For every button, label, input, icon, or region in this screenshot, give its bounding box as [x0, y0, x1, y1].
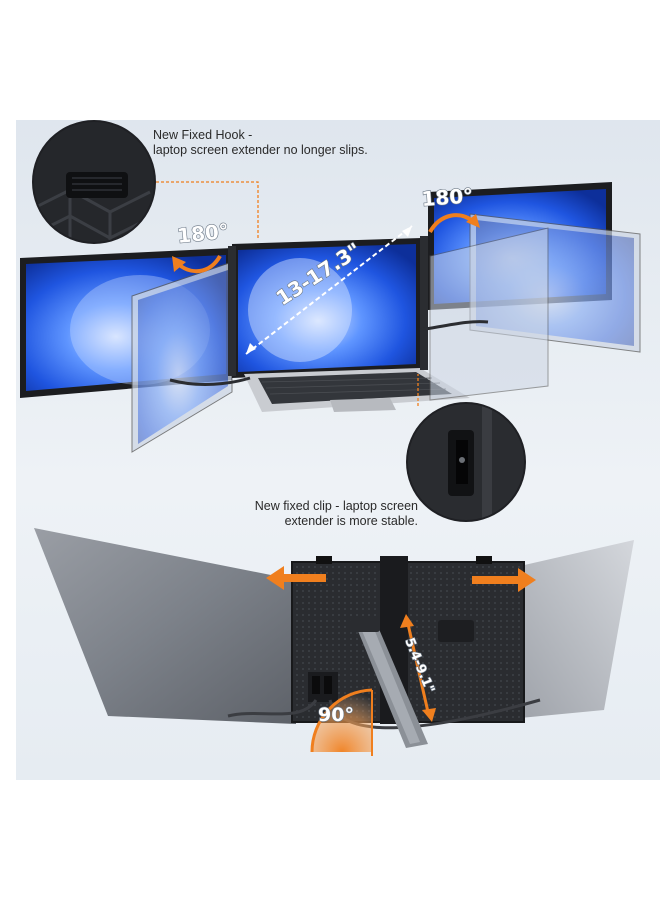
clip-caption: New fixed clip - laptop screen extender …	[234, 499, 418, 529]
hook-caption: New Fixed Hook - laptop screen extender …	[153, 128, 368, 158]
left-screen-rotated	[131, 261, 233, 453]
center-laptop-screen	[232, 238, 422, 378]
clip-caption-line1: New fixed clip - laptop screen	[254, 499, 418, 513]
dimension-arrow-icon	[245, 225, 413, 355]
right-wing-back	[520, 540, 634, 718]
kickstand-angle-label: 90°	[318, 704, 354, 726]
rotate-right-label: 180°	[421, 183, 474, 211]
rotate-arrow-icon	[172, 213, 480, 273]
angle-glow	[310, 688, 373, 756]
rotate-left-label: 180°	[176, 219, 230, 248]
left-wing-back	[34, 528, 296, 724]
range-arrow-icon	[400, 614, 436, 722]
right-hinge-bracket	[420, 236, 428, 370]
slide-arrow-icon	[266, 566, 536, 592]
right-screen-rotated-2	[429, 227, 549, 401]
bottom-cable-left	[227, 699, 318, 718]
kickstand	[350, 618, 428, 748]
left-hinge-bracket	[228, 246, 236, 376]
laptop-keyboard	[244, 368, 470, 412]
hook-caption-line2: laptop screen extender no longer slips.	[153, 143, 368, 157]
hook-caption-line1: New Fixed Hook -	[153, 128, 253, 142]
hook-inset-image	[32, 120, 156, 244]
clip-inset-image	[406, 402, 526, 522]
clip-caption-line2: extender is more stable.	[284, 514, 418, 528]
left-cable	[169, 376, 251, 386]
right-cable	[419, 320, 489, 332]
hook-leader-line	[156, 181, 259, 240]
